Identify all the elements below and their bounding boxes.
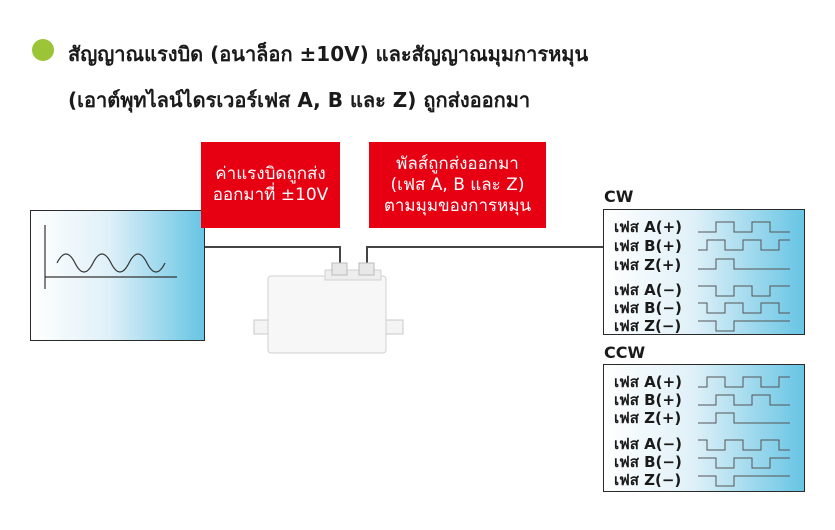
sensor-connector-left bbox=[331, 262, 348, 276]
cw-wave-z-minus bbox=[698, 320, 790, 332]
heading-line-2: (เอาต์พุทไลน์ไดรเวอร์เฟส A, B และ Z) ถูก… bbox=[68, 88, 531, 112]
cw-pulse-panel: เฟส A(+) เฟส B(+) เฟส Z(+) เฟส A(−) เฟส … bbox=[603, 209, 805, 335]
cw-phase-a-minus: เฟส A(−) bbox=[614, 281, 683, 299]
ccw-pulse-waveforms bbox=[698, 376, 790, 487]
ccw-wave-b-plus bbox=[698, 394, 790, 406]
ccw-phase-z-minus: เฟส Z(−) bbox=[614, 471, 682, 489]
torque-label-line-2: ออกมาที่ ±10V bbox=[212, 185, 329, 205]
pulse-label-line-1: พัลส์ถูกส่งออกมา bbox=[396, 153, 519, 174]
ccw-wave-b-minus bbox=[698, 457, 790, 469]
ccw-wave-a-minus bbox=[698, 439, 790, 451]
cw-pulse-waveforms bbox=[698, 221, 790, 332]
cw-phase-a-plus: เฟส A(+) bbox=[614, 218, 683, 236]
ccw-phase-b-plus: เฟส B(+) bbox=[614, 391, 682, 409]
ccw-phase-b-minus: เฟส B(−) bbox=[614, 453, 682, 471]
cw-phase-b-plus: เฟส B(+) bbox=[614, 237, 682, 255]
sensor-connector-right bbox=[358, 262, 375, 276]
torque-label-line-1: ค่าแรงบิดถูกส่ง bbox=[215, 164, 326, 184]
ccw-wave-z-plus bbox=[698, 412, 790, 424]
ccw-wave-a-plus bbox=[698, 376, 790, 388]
torque-output-label: ค่าแรงบิดถูกส่ง ออกมาที่ ±10V bbox=[201, 142, 340, 228]
ccw-phase-a-plus: เฟส A(+) bbox=[614, 373, 683, 391]
cw-phase-z-minus: เฟส Z(−) bbox=[614, 317, 682, 335]
pulse-label-line-2: (เฟส A, B และ Z) bbox=[390, 174, 525, 195]
ccw-pulse-panel: เฟส A(+) เฟส B(+) เฟส Z(+) เฟส A(−) เฟส … bbox=[603, 364, 805, 492]
cw-wave-b-plus bbox=[698, 239, 790, 251]
pulse-label-line-3: ตามมุมของการหมุน bbox=[383, 195, 532, 216]
pulse-output-cable bbox=[366, 246, 603, 266]
cw-phase-z-plus: เฟส Z(+) bbox=[614, 256, 682, 274]
cw-wave-z-plus bbox=[698, 258, 790, 270]
pulse-output-label: พัลส์ถูกส่งออกมา (เฟส A, B และ Z) ตามมุม… bbox=[369, 142, 546, 228]
cw-wave-a-minus bbox=[698, 285, 790, 297]
bullet-icon bbox=[32, 39, 54, 61]
cw-phase-b-minus: เฟส B(−) bbox=[614, 299, 682, 317]
analog-waveform bbox=[44, 225, 177, 289]
torque-output-cable bbox=[203, 246, 341, 266]
cw-wave-a-plus bbox=[698, 221, 790, 233]
ccw-title: CCW bbox=[604, 343, 646, 362]
torque-sensor-body bbox=[267, 275, 387, 354]
ccw-phase-a-minus: เฟส A(−) bbox=[614, 435, 683, 453]
ccw-phase-z-plus: เฟส Z(+) bbox=[614, 409, 682, 427]
ccw-wave-z-minus bbox=[698, 475, 790, 487]
sensor-top-plate bbox=[324, 269, 382, 281]
cw-title: CW bbox=[604, 187, 634, 206]
cw-wave-b-minus bbox=[698, 302, 790, 314]
oscilloscope-screen bbox=[30, 210, 205, 341]
heading-line-1: สัญญาณแรงบิด (อนาล็อก ±10V) และสัญญาณมุม… bbox=[68, 42, 589, 66]
sine-wave bbox=[56, 253, 166, 273]
